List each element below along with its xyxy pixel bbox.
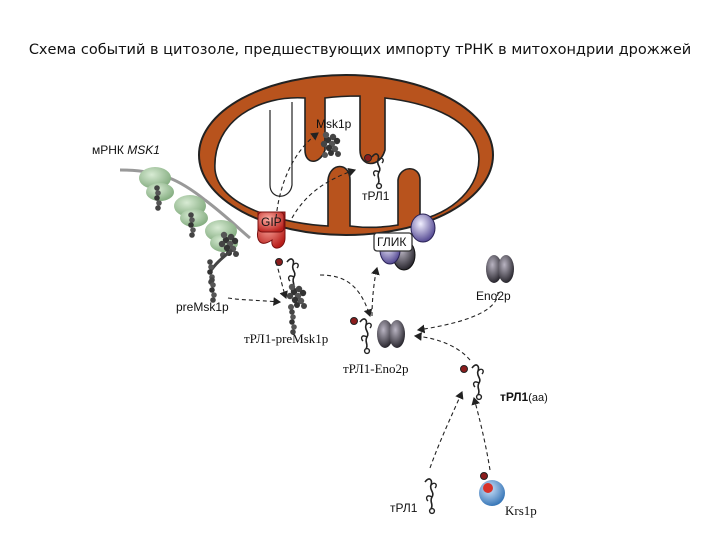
label-glik: ГЛИК bbox=[377, 235, 406, 249]
label-trl1-eno2p: тРЛ1-Eno2p bbox=[343, 361, 409, 376]
label-trl1-bottom: тРЛ1 bbox=[390, 501, 418, 515]
glik-complex bbox=[373, 213, 436, 271]
premsk1p-protein bbox=[286, 283, 307, 310]
trna-bottom bbox=[424, 478, 438, 515]
label-eno2p: Eno2p bbox=[476, 289, 511, 303]
label-msk1p: Msk1p bbox=[316, 117, 352, 131]
ribosome-2b bbox=[180, 209, 208, 227]
eno2p-bound bbox=[377, 320, 405, 348]
label-mrna: мРНК MSK1 bbox=[92, 143, 160, 157]
mitochondrion bbox=[198, 74, 494, 236]
label-trl1-premsk1p: тРЛ1-preMsk1p bbox=[244, 331, 328, 346]
trna-aminoacyl bbox=[471, 364, 485, 401]
diagram-title: Схема событий в цитозоле, предшествующих… bbox=[28, 42, 692, 58]
pathway-arrows bbox=[227, 132, 499, 471]
trna-eno2p bbox=[359, 318, 373, 355]
label-krs1p: Krs1p bbox=[505, 503, 537, 518]
amino-acid-markers bbox=[275, 154, 488, 480]
label-trl1-aa: тРЛ1(aa) bbox=[500, 390, 548, 404]
mrna-strand bbox=[119, 167, 251, 273]
label-trl1-inside: тРЛ1 bbox=[362, 189, 390, 203]
krs1p-protein bbox=[479, 480, 505, 506]
eno2p-dimer bbox=[486, 255, 514, 283]
gip-protein bbox=[257, 211, 286, 249]
label-gip: GIP bbox=[261, 215, 282, 229]
label-premsk1p: preMsk1p bbox=[176, 300, 229, 314]
